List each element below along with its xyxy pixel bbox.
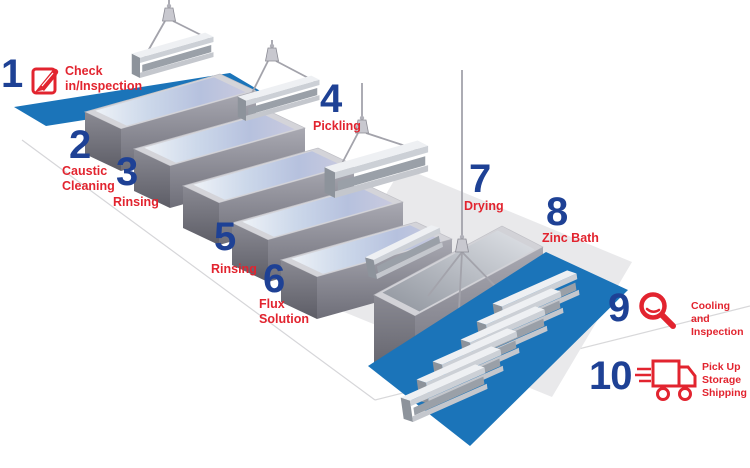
step-5-number: 5 <box>214 215 236 259</box>
step-9-number: 9 <box>608 286 630 330</box>
step-7-number: 7 <box>469 157 491 201</box>
step-7-label: Drying <box>464 199 504 213</box>
step-9-label: Cooling and Inspection <box>691 300 744 338</box>
step-10-number: 10 <box>589 354 632 398</box>
step-8-label: Zinc Bath <box>542 231 599 245</box>
truck-icon <box>635 359 697 401</box>
step-6-number: 6 <box>263 257 285 301</box>
magnifier-icon <box>639 292 676 329</box>
step-1-number: 1 <box>1 52 23 96</box>
step-6-label: Flux Solution <box>259 297 309 326</box>
note-pencil-icon <box>31 67 59 95</box>
step-10-label: Pick Up Storage Shipping <box>702 361 747 399</box>
zinc-bath-cable <box>427 70 498 311</box>
step-3-number: 3 <box>116 150 138 194</box>
step-8-number: 8 <box>546 190 568 234</box>
step-2-number: 2 <box>69 123 91 167</box>
step-2-label: Caustic Cleaning <box>62 164 115 193</box>
step-4-number: 4 <box>320 77 342 121</box>
step-4-label: Pickling <box>313 119 361 133</box>
step-3-label: Rinsing <box>113 195 159 209</box>
step-5-label: Rinsing <box>211 262 257 276</box>
step-1-label: Check in/Inspection <box>65 64 143 93</box>
